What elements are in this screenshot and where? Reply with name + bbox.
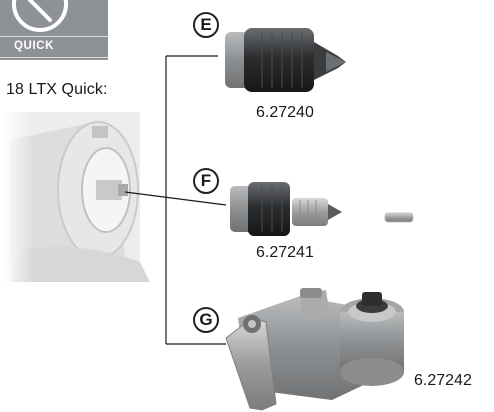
quick-chuck-icon bbox=[12, 0, 68, 32]
badge-label: QUICK bbox=[14, 40, 55, 52]
letter-e-badge: E bbox=[193, 12, 219, 38]
letter-f-badge: F bbox=[193, 168, 219, 194]
angle-attachment-g bbox=[225, 288, 404, 411]
badge-rule-top bbox=[0, 36, 108, 37]
quick-badge: QUICK bbox=[0, 0, 108, 60]
part-number-f: 6.27241 bbox=[256, 244, 314, 261]
bracket-lines bbox=[124, 55, 227, 345]
part-number-g: 6.27242 bbox=[414, 372, 472, 389]
chuck-adapter-set-f bbox=[230, 182, 414, 236]
model-label: 18 LTX Quick: bbox=[6, 81, 108, 98]
keyless-chuck-e bbox=[225, 28, 346, 92]
badge-rule-bottom bbox=[0, 57, 108, 58]
letter-g-badge: G bbox=[193, 307, 219, 333]
drill-machine-image bbox=[0, 112, 150, 282]
part-number-e: 6.27240 bbox=[256, 104, 314, 121]
